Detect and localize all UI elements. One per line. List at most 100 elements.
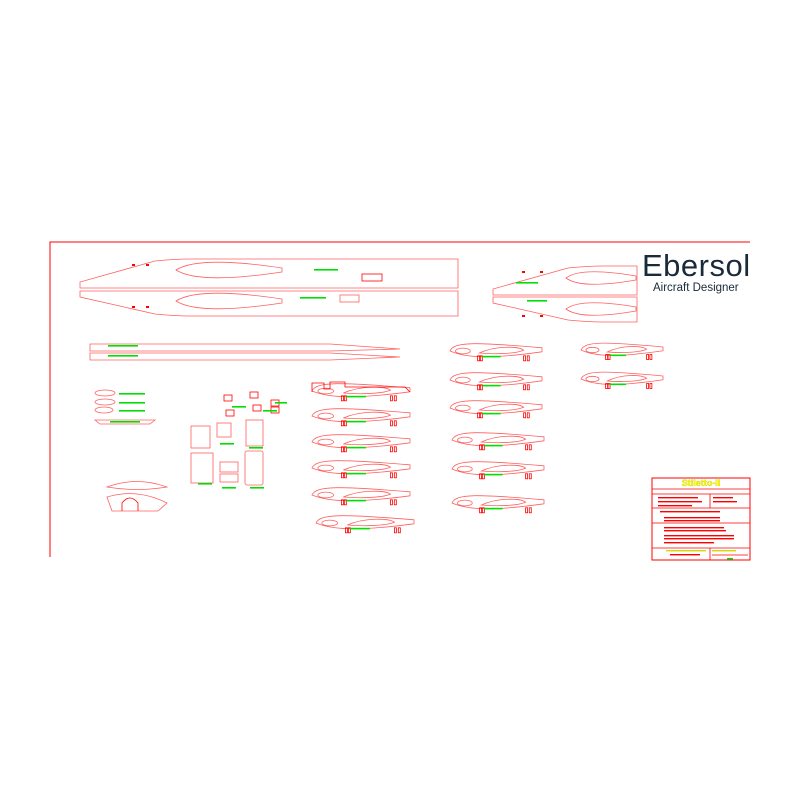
lightening-hole — [347, 518, 396, 527]
tab-slot — [540, 315, 543, 317]
former-tab — [481, 507, 485, 514]
title-block-text — [664, 538, 734, 540]
title-block-text — [664, 520, 720, 522]
title-block-text — [660, 511, 720, 513]
former-tab — [479, 473, 483, 480]
tab-slot — [522, 315, 525, 317]
former-tab — [477, 384, 481, 391]
former-tab — [343, 446, 347, 453]
former-tab — [343, 395, 347, 402]
lightening-hole — [477, 375, 525, 384]
fuselage-former — [315, 515, 415, 530]
fuselage-former — [451, 495, 545, 510]
part-label — [350, 527, 370, 530]
title-block — [651, 477, 751, 561]
part-label — [346, 446, 366, 449]
part-label — [108, 355, 138, 357]
fuselage-side-right-top — [492, 265, 638, 296]
fuselage-former — [311, 487, 411, 502]
fuselage-former — [449, 343, 543, 358]
part-label — [346, 472, 366, 475]
fuselage-former — [449, 400, 543, 415]
former-tab — [340, 446, 344, 453]
title-block-text — [658, 501, 702, 503]
part-label — [249, 447, 263, 449]
former-tab — [340, 395, 344, 402]
wing-saddle-cutout — [175, 261, 283, 279]
former-tab — [347, 527, 351, 534]
part-label — [609, 383, 627, 386]
former-tab — [389, 420, 393, 427]
former-top-rail — [311, 381, 411, 393]
servo-tray — [190, 425, 211, 449]
title-block-text — [713, 501, 737, 503]
former-tab — [389, 395, 393, 402]
servo-tray — [190, 452, 214, 484]
lightening-hole — [605, 346, 648, 353]
part-label — [527, 300, 547, 302]
lightening-hole — [317, 464, 334, 472]
former-tab — [526, 412, 530, 419]
lightening-hole — [457, 465, 473, 473]
lightening-hole — [455, 347, 471, 355]
former-tab — [389, 472, 393, 479]
tab-slot — [132, 264, 135, 266]
part-label — [346, 499, 366, 502]
hatch-cutout — [339, 294, 360, 303]
logo-tagline: Aircraft Designer — [653, 282, 739, 294]
fuselage-former — [311, 383, 411, 398]
sheet-border — [49, 241, 750, 557]
title-block-text — [658, 497, 698, 499]
title-block-title: Stiletto-II — [681, 478, 721, 488]
former-tab — [340, 420, 344, 427]
former-tab — [646, 354, 649, 360]
part-label — [232, 406, 246, 408]
small-part — [94, 398, 116, 406]
part-label — [119, 410, 145, 412]
former-tab — [607, 354, 611, 360]
title-block-text — [664, 542, 714, 544]
lightening-hole — [317, 412, 334, 420]
lightening-hole — [479, 498, 527, 507]
part-label — [484, 507, 503, 510]
stringer — [89, 352, 401, 361]
former-tab — [479, 412, 483, 419]
former-tab — [526, 384, 530, 391]
lightening-hole — [455, 376, 471, 384]
part-label — [108, 345, 138, 347]
former-tab — [607, 383, 611, 389]
former-tab — [344, 527, 348, 534]
former-tab — [481, 473, 485, 480]
part-label — [346, 420, 366, 423]
scale-bar-label — [727, 558, 733, 560]
lightening-hole — [321, 519, 338, 527]
small-part — [223, 394, 233, 402]
canopy-frame — [121, 497, 139, 511]
title-block-text — [670, 554, 700, 556]
fuselage-former — [580, 342, 664, 356]
fuselage-former — [311, 460, 411, 475]
former-tab — [343, 472, 347, 479]
former-tab — [528, 507, 532, 514]
tab-slot — [146, 306, 149, 308]
small-part — [94, 406, 114, 414]
former-tab — [525, 444, 528, 451]
canopy-side-view — [106, 493, 168, 512]
lightening-hole — [479, 464, 527, 473]
fuselage-former — [580, 371, 664, 385]
lightening-hole — [455, 404, 471, 412]
former-tab — [649, 354, 653, 360]
former-tab — [389, 499, 393, 506]
former-tab — [649, 383, 653, 389]
former-tab — [477, 412, 481, 419]
part-label — [609, 354, 627, 357]
lightening-hole — [479, 435, 527, 444]
former-tab — [523, 384, 526, 391]
small-part — [93, 419, 157, 425]
part-label — [482, 355, 501, 358]
lightening-hole — [457, 436, 473, 444]
fuselage-side-left-bottom — [79, 290, 459, 317]
small-part — [225, 409, 235, 417]
ebersol-logo: Ebersol — [642, 248, 751, 283]
former-tab — [605, 383, 608, 389]
